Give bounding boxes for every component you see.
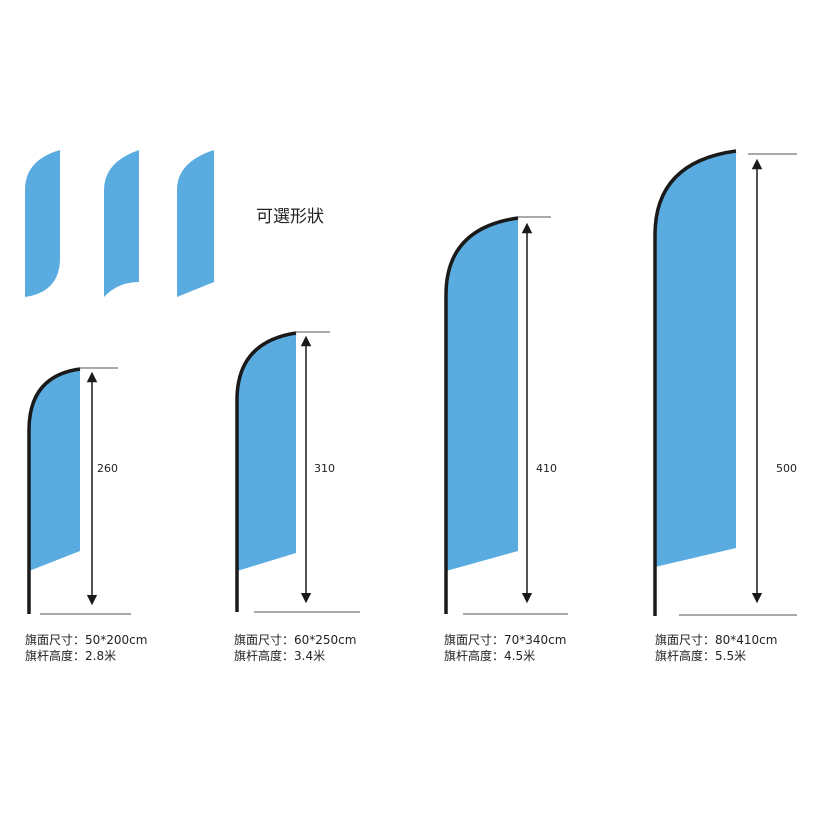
shape-option-concave [104, 150, 139, 297]
flag-3-height-label: 410 [536, 461, 557, 476]
flag-3-pole [444, 216, 519, 614]
flag-1-fabric [29, 369, 80, 571]
flag-4-spec-pole: 旗杆高度：5.5米 [655, 649, 747, 663]
flag-2-spec-size: 旗面尺寸：60*250cm [234, 633, 357, 647]
flag-4-pole [653, 149, 737, 616]
shape-option-angled [177, 150, 214, 297]
flag-1 [27, 367, 131, 615]
flag-1-spec-pole: 旗杆高度：2.8米 [25, 649, 117, 663]
flag-1-spec: 旗面尺寸：50*200cm 旗杆高度：2.8米 [25, 632, 147, 664]
flag-1-spec-size: 旗面尺寸：50*200cm [25, 633, 148, 647]
flag-4-fabric [655, 151, 736, 567]
flag-2-spec: 旗面尺寸：60*250cm 旗杆高度：3.4米 [234, 632, 356, 664]
flag-4-spec-size: 旗面尺寸：80*410cm [655, 633, 778, 647]
flag-3-spec-pole: 旗杆高度：4.5米 [444, 649, 536, 663]
flag-3-spec-size: 旗面尺寸：70*340cm [444, 633, 567, 647]
flag-3-spec: 旗面尺寸：70*340cm 旗杆高度：4.5米 [444, 632, 566, 664]
flag-3 [444, 216, 568, 615]
flag-2-spec-pole: 旗杆高度：3.4米 [234, 649, 326, 663]
flag-2-fabric [237, 333, 296, 571]
shape-option-rounded [25, 150, 60, 297]
flag-2-height-label: 310 [314, 461, 335, 476]
shapes-title: 可選形狀 [256, 207, 324, 227]
flag-3-fabric [446, 218, 518, 571]
flag-4-spec: 旗面尺寸：80*410cm 旗杆高度：5.5米 [655, 632, 777, 664]
shape-options [25, 150, 214, 297]
flag-2 [235, 331, 360, 613]
flag-4-height-label: 500 [776, 461, 797, 476]
flag-4 [653, 149, 797, 616]
flag-2-pole [235, 331, 297, 612]
flag-1-pole [27, 367, 81, 614]
flag-1-height-label: 260 [97, 461, 118, 476]
